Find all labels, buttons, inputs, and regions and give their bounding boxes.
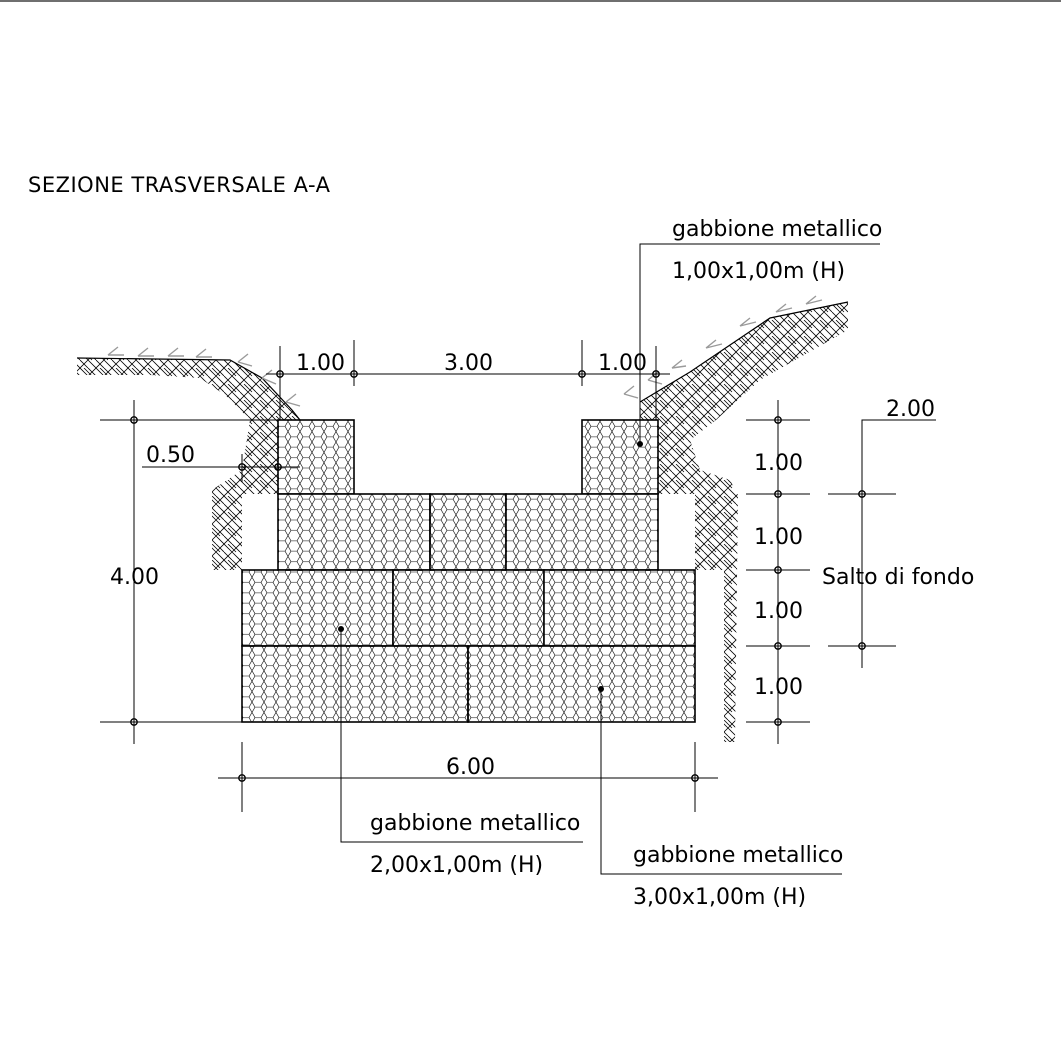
dim-top-left-width: 1.00	[296, 351, 345, 376]
dimension-base-width: 6.00	[218, 742, 718, 812]
drawing-title: SEZIONE TRASVERSALE A-A	[28, 173, 331, 197]
dimension-total-height: 4.00	[100, 400, 280, 744]
label-mid-cage-line1: gabbione metallico	[370, 811, 580, 836]
gabion-tier2-a	[277, 493, 431, 571]
dim-drop-height: 2.00	[886, 397, 935, 422]
gabion-tier2-b	[429, 493, 507, 571]
dimension-top-widths: 1.00 3.00 1.00	[266, 340, 670, 420]
dim-tier-1: 1.00	[754, 451, 803, 476]
gabion-tier3-a	[241, 569, 394, 647]
gabion-tier4-a	[241, 645, 469, 723]
dim-tier-4: 1.00	[754, 675, 803, 700]
grass-marks	[107, 295, 823, 407]
dim-top-right-width: 1.00	[598, 351, 647, 376]
gabion-structure	[241, 419, 696, 723]
dim-base-width: 6.00	[446, 755, 495, 780]
label-salto-di-fondo: Salto di fondo	[822, 565, 974, 590]
label-bottom-cage: gabbione metallico 3,00x1,00m (H)	[598, 686, 843, 910]
gabion-tier3-c	[543, 569, 696, 647]
dim-tier-2: 1.00	[754, 525, 803, 550]
label-mid-cage-line2: 2,00x1,00m (H)	[370, 853, 543, 878]
label-top-cage: gabbione metallico 1,00x1,00m (H)	[637, 217, 882, 447]
gabion-tier3-b	[392, 569, 545, 647]
dim-tier-3: 1.00	[754, 599, 803, 624]
gabion-tier4-b	[467, 645, 696, 723]
gabion-tier2-c	[505, 493, 659, 571]
dim-total-height: 4.00	[110, 565, 159, 590]
gabion-top-left	[277, 419, 355, 495]
soil-hatch	[77, 302, 848, 742]
label-top-cage-line2: 1,00x1,00m (H)	[672, 259, 845, 284]
gabion-top-right	[581, 419, 659, 495]
dimension-drop-height: 2.00 Salto di fondo	[822, 397, 974, 668]
label-bottom-cage-line2: 3,00x1,00m (H)	[633, 885, 806, 910]
label-bottom-cage-line1: gabbione metallico	[633, 843, 843, 868]
label-top-cage-line1: gabbione metallico	[672, 217, 882, 242]
dimension-tier-heights: 1.00 1.00 1.00 1.00	[746, 400, 810, 744]
dim-embed-depth: 0.50	[146, 443, 195, 468]
dim-channel-width: 3.00	[444, 351, 493, 376]
label-mid-cage: gabbione metallico 2,00x1,00m (H)	[338, 626, 583, 878]
dimension-embed-depth: 0.50	[142, 443, 300, 482]
